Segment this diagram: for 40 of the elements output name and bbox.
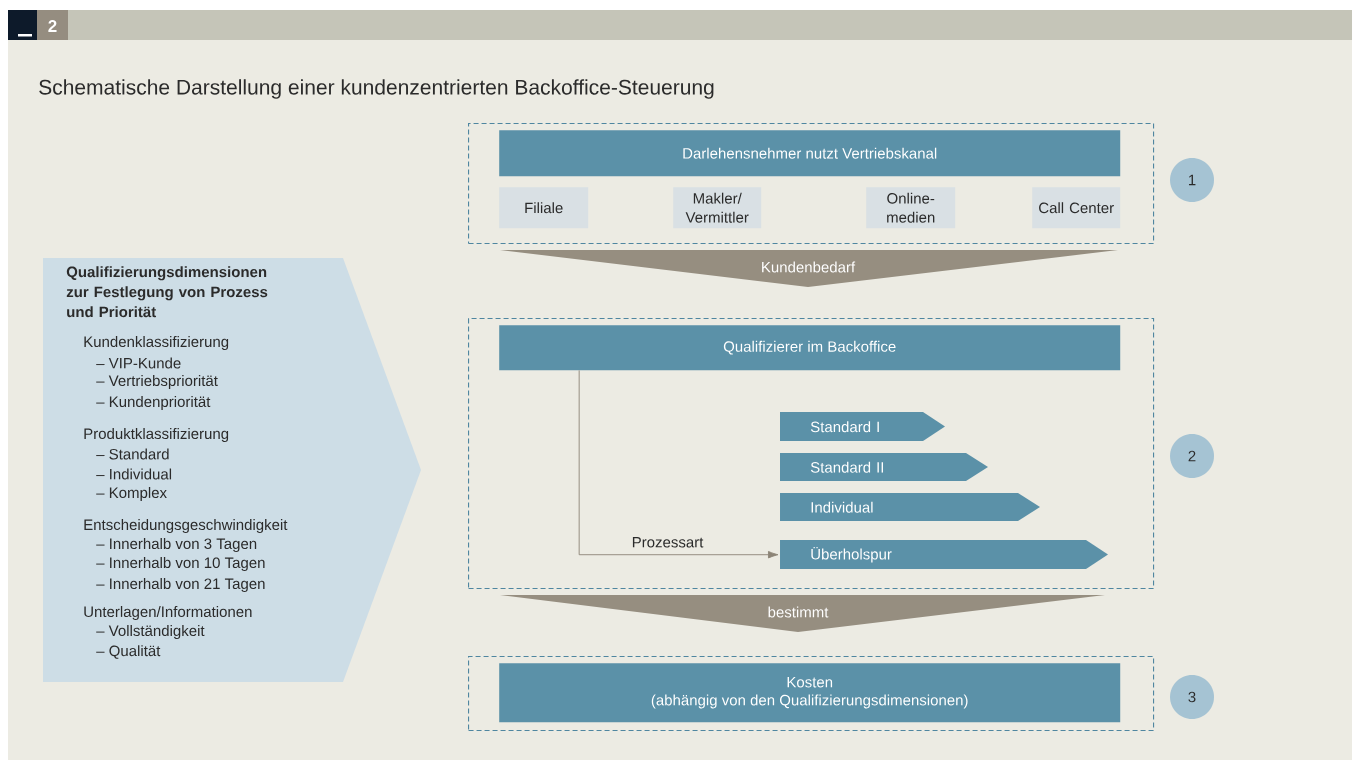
list-item: – Vollständigkeit xyxy=(96,625,205,639)
edge-label: Prozessart xyxy=(632,537,704,548)
list-item: – Individual xyxy=(96,468,172,480)
group-heading: Produktklassifizierung xyxy=(84,428,229,442)
lane-tag: Standard II xyxy=(780,453,988,481)
wedge-banner: Kundenbedarf xyxy=(500,250,1118,287)
channel-box: Online- medien xyxy=(866,187,956,229)
channel-box: Call Center xyxy=(1032,187,1121,229)
list-item: – Innerhalb von 10 Tagen xyxy=(96,557,265,571)
list-item: – VIP-Kunde xyxy=(96,357,181,369)
chevron-panel xyxy=(43,258,421,682)
dashed-frame xyxy=(468,318,1155,590)
group-heading: Entscheidungsgeschwindigkeit xyxy=(84,519,288,533)
lane-tag: Überholspur xyxy=(780,540,1108,569)
header-bar: Qualifizierer im Backoffice xyxy=(499,325,1121,371)
step-number: 1 xyxy=(1170,158,1214,202)
arrow xyxy=(578,369,779,559)
channel-box: Makler/ Vermittler xyxy=(673,187,762,229)
lane-tag: Standard I xyxy=(780,412,945,441)
header-bar: Kosten (abhängig von den Qualifizierungsdimensionen) xyxy=(499,663,1121,723)
figure-number: 2 xyxy=(37,10,68,40)
list-item: – Vertriebspriorität xyxy=(96,375,218,389)
step-number: 2 xyxy=(1170,434,1214,478)
list-item: – Innerhalb von 21 Tagen xyxy=(96,578,265,592)
wedge-banner: bestimmt xyxy=(500,595,1105,632)
dashed-frame xyxy=(468,656,1155,732)
header-bar: Darlehensnehmer nutzt Vertriebskanal xyxy=(499,130,1121,177)
list-item: – Innerhalb von 3 Tagen xyxy=(96,538,257,552)
lane-tag: Individual xyxy=(780,493,1040,521)
list-item: – Standard xyxy=(96,448,169,460)
channel-box: Filiale xyxy=(499,187,589,229)
step-number: 3 xyxy=(1170,675,1214,719)
list-item: – Kundenpriorität xyxy=(96,396,211,410)
group-heading: Kundenklassifizierung xyxy=(84,336,229,350)
title: Schematische Darstellung einer kundenzentrierten Backoffice-Steuerung xyxy=(39,79,714,99)
dashed-frame xyxy=(468,123,1155,245)
group-heading: Unterlagen/Informationen xyxy=(84,606,252,620)
list-item: – Komplex xyxy=(96,487,167,501)
panel-heading: Qualifizierungsdimensionen zur Festlegung von Prozess und Priorität xyxy=(66,266,268,318)
list-item: – Qualität xyxy=(96,645,161,659)
